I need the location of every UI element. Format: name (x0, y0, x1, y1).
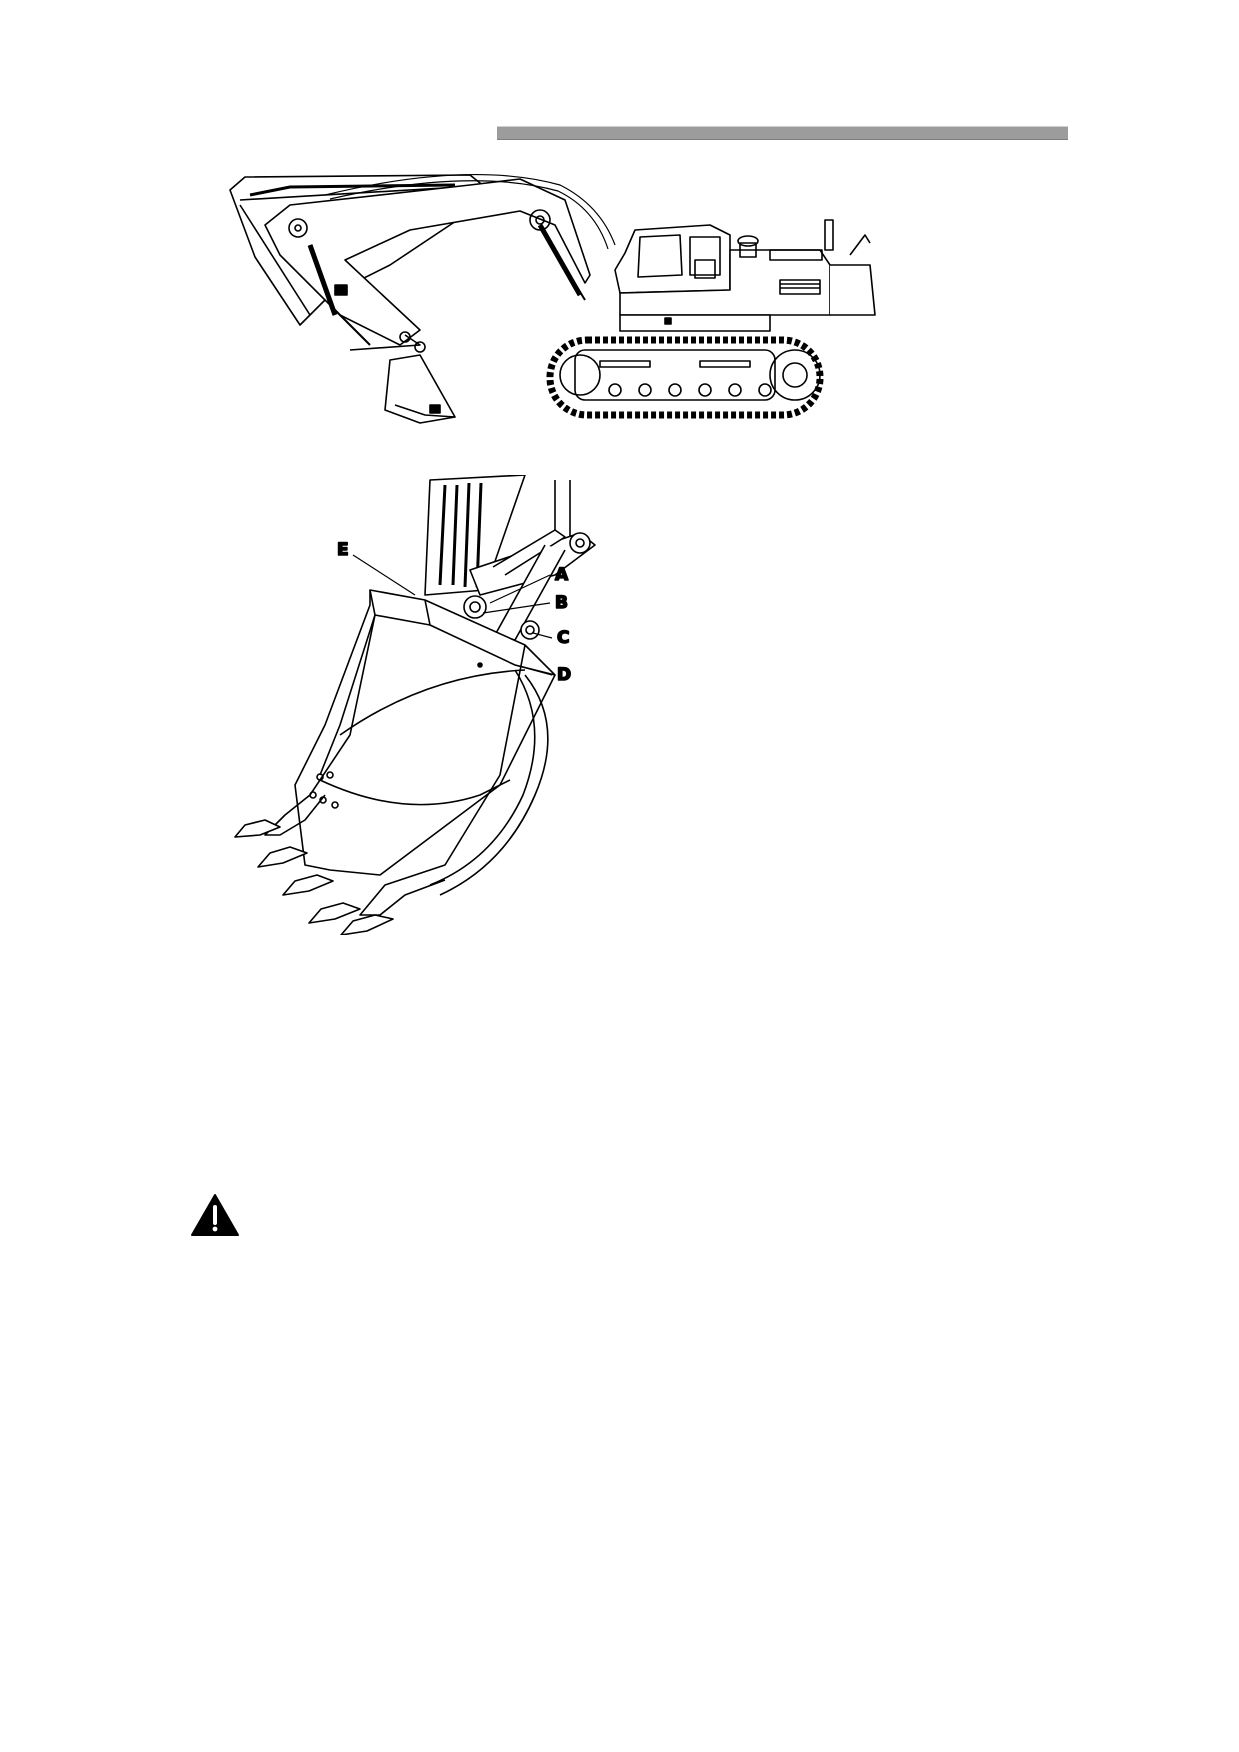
callout-E: E (337, 540, 349, 560)
callout-lines (352, 554, 553, 676)
callout-A: A (555, 565, 569, 585)
callout-C: C (557, 628, 569, 648)
bucket-detail-drawing: E A B C D (234, 475, 596, 935)
warning-triangle-icon (191, 1194, 239, 1236)
side-cutter-bolts (309, 771, 339, 809)
track-rollers (608, 383, 772, 397)
callout-B: B (555, 593, 568, 613)
bucket-teeth (234, 819, 394, 935)
header-bar (497, 126, 1068, 140)
excavator-drawing (229, 174, 876, 424)
callout-D: D (557, 665, 571, 685)
